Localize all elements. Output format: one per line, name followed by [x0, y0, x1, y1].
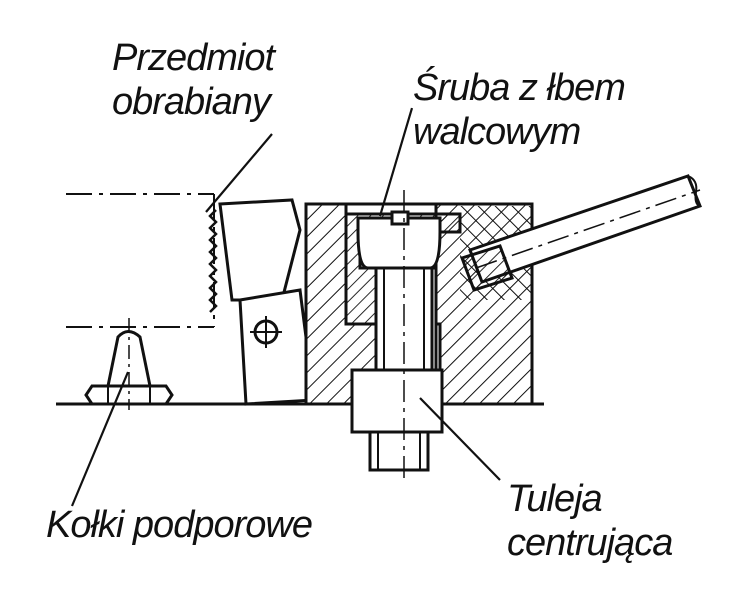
label-support-pins: Kołki podporowe — [46, 503, 313, 547]
label-workpiece-line2: obrabiany — [112, 81, 271, 123]
label-screw-line1: Śruba z łbem — [413, 67, 626, 109]
cylinder-head-screw — [356, 210, 442, 374]
gripping-jaw — [208, 198, 302, 313]
label-screw-line2: walcowym — [413, 111, 581, 153]
label-workpiece: Przedmiot obrabiany — [112, 36, 275, 124]
support-pin — [84, 318, 174, 410]
workpiece-outline — [66, 193, 215, 328]
label-workpiece-line1: Przedmiot — [112, 37, 275, 79]
leader-lines — [70, 107, 501, 507]
clamp-lever — [238, 288, 316, 406]
centering-sleeve — [350, 368, 444, 472]
label-centering-sleeve-line2: centrująca — [507, 522, 673, 564]
label-screw: Śruba z łbem walcowym — [413, 66, 626, 154]
label-support-pins-line1: Kołki podporowe — [46, 504, 313, 546]
label-centering-sleeve-line1: Tuleja — [507, 478, 603, 520]
label-centering-sleeve: Tuleja centrująca — [507, 477, 673, 565]
actuating-rod — [460, 174, 702, 292]
